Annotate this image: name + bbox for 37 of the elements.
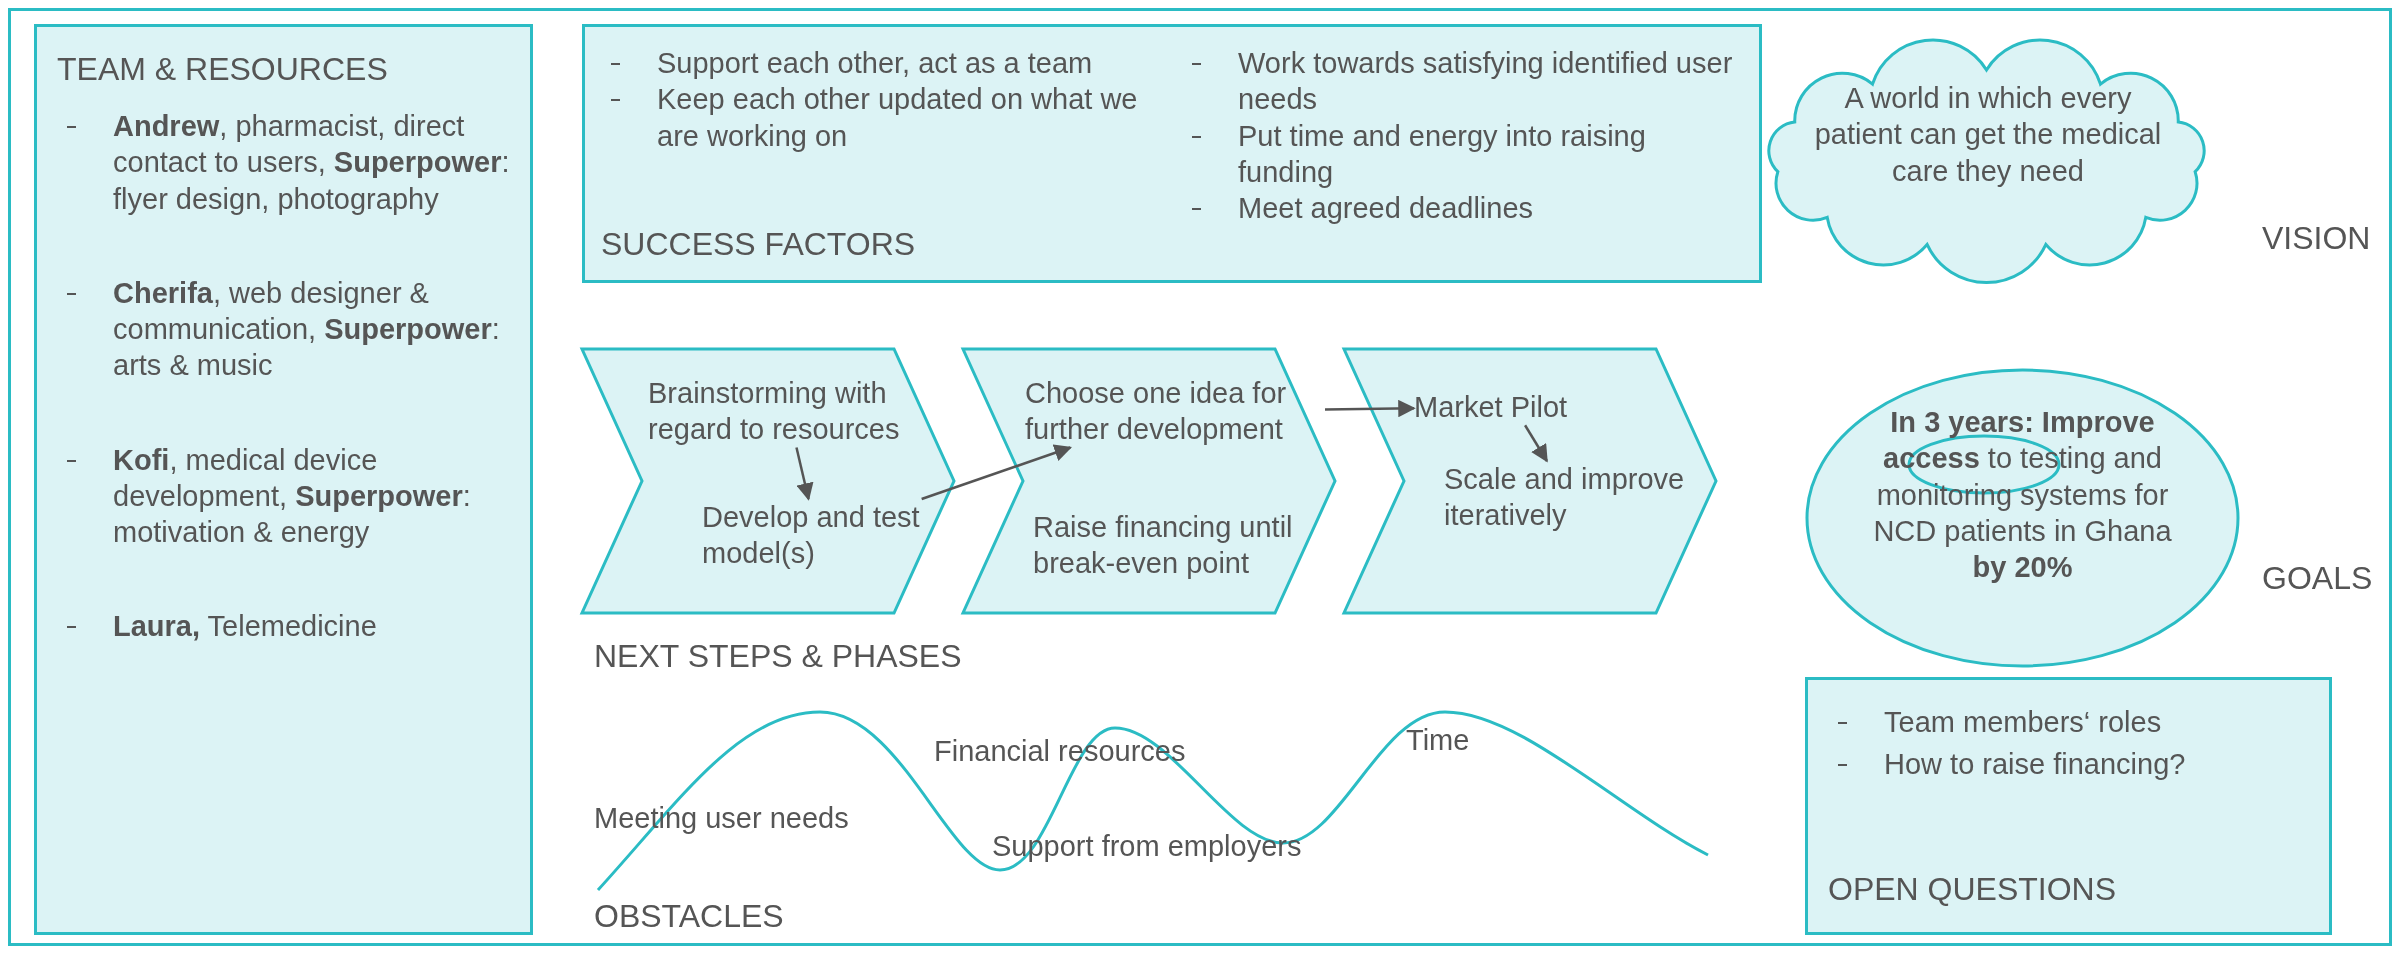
questions-panel — [1805, 677, 2332, 935]
chevron-shape — [963, 349, 1335, 613]
step-text: Market Pilot — [1414, 389, 1614, 426]
step-text: Develop and test model(s) — [702, 499, 932, 572]
chevron-shape — [582, 349, 954, 613]
chevron-shape — [1344, 349, 1716, 613]
bullet-item: Support each other, act as a team — [601, 45, 1162, 82]
bullet-item: Keep each other updated on what we are working on — [601, 81, 1162, 154]
step-text: Scale and improve iteratively — [1444, 461, 1694, 534]
goal-ellipse — [1805, 368, 2240, 668]
arrow — [795, 447, 814, 501]
bullet-item: Put time and energy into raising funding — [1182, 117, 1743, 190]
bullet-item: Meet agreed deadlines — [1182, 190, 1743, 227]
arrow — [1524, 424, 1548, 463]
success-factors-panel — [582, 24, 1762, 283]
section-heading: SUCCESS FACTORS — [601, 226, 917, 264]
section-heading: NEXT STEPS & PHASES — [594, 638, 962, 675]
section-heading: OBSTACLES — [594, 898, 784, 935]
arrow — [921, 444, 1072, 501]
section-heading: TEAM & RESOURCES — [57, 51, 389, 88]
bullet-item: Andrew, pharmacist, direct contact to users, Superpower: flyer design, photography — [57, 108, 510, 217]
bullet-item: Team members‘ roles — [1828, 704, 2309, 741]
arrow — [1325, 399, 1416, 418]
section-heading: OPEN QUESTIONS — [1828, 871, 2118, 908]
step-text: Raise financing until break-even point — [1033, 509, 1323, 582]
bullet-item: How to raise financing? — [1828, 746, 2309, 783]
team-panel — [34, 24, 533, 935]
bullet-item: Kofi, medical device development, Superpower: motivation & energy — [57, 441, 510, 551]
bullet-item: Cherifa, web designer & communication, Superpower: arts & music — [57, 274, 510, 384]
bullet-item: Work towards satisfying identified user needs — [1182, 45, 1743, 118]
step-text: Choose one idea for further development — [1025, 375, 1325, 448]
vision-text: A world in which every patient can get the medical care they need — [1813, 81, 2163, 189]
step-text: Brainstorming with regard to resources — [648, 375, 928, 448]
bullet-item: Laura, Telemedicine — [57, 608, 510, 645]
section-heading: GOALS — [2262, 560, 2373, 597]
obstacle-label: Time — [1406, 723, 1470, 758]
section-heading: VISION — [2262, 220, 2371, 257]
